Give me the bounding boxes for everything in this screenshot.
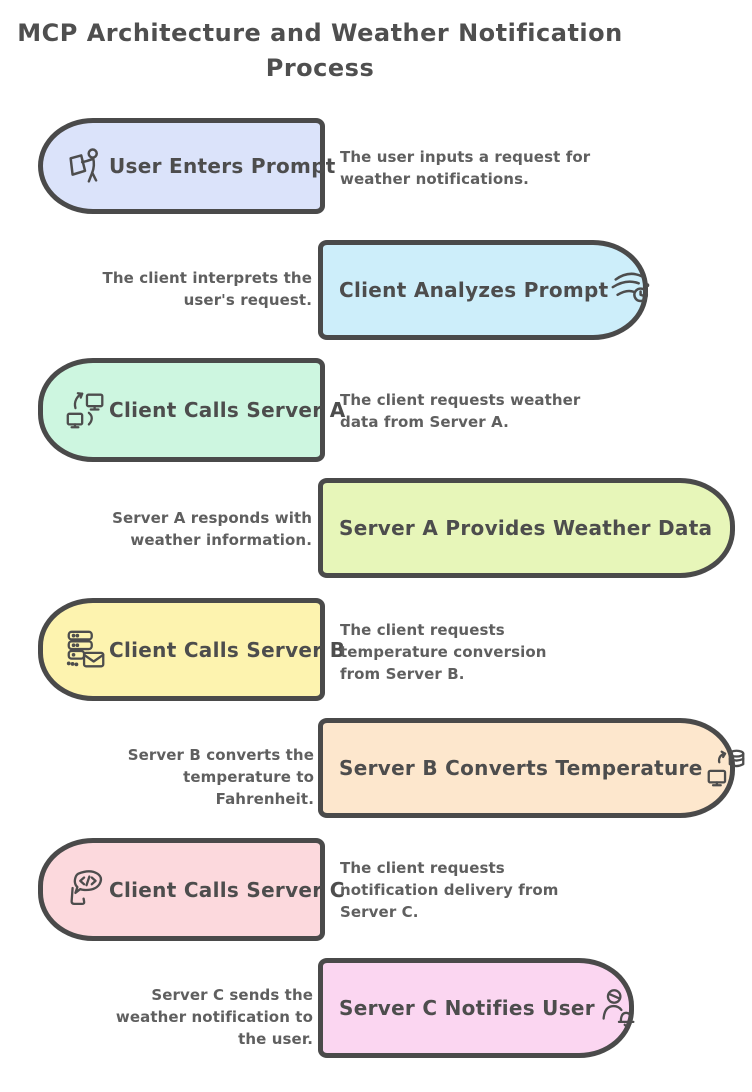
wind-speed-clock-icon — [608, 267, 654, 313]
database-sync-icon — [703, 745, 749, 791]
step-description: Server A responds with weather informati… — [112, 509, 312, 549]
code-chat-icon — [63, 867, 109, 913]
step-bubble-server-b-converts-temperature: Server B Converts Temperature — [318, 718, 744, 818]
step-label: Server A Provides Weather Data — [339, 516, 713, 540]
step-description: The client requests temperature conversi… — [340, 621, 547, 683]
step-description: The client interprets the user's request… — [102, 269, 312, 309]
page-title: MCP Architecture and Weather Notificatio… — [17, 19, 623, 82]
step-bubble-client-calls-server-a: Client Calls Server A — [38, 358, 345, 462]
step-label: Server B Converts Temperature — [339, 756, 703, 780]
user-at-kiosk-icon — [63, 143, 109, 189]
mail-server-icon — [63, 627, 109, 673]
step-bubble-client-calls-server-c: Client Calls Server C — [38, 838, 344, 941]
step-bubble-server-c-notifies-user: Server C Notifies User — [318, 958, 635, 1058]
user-notification-bell-icon — [595, 985, 641, 1031]
step-bubble-server-a-provides-weather-data: Server A Provides Weather Data — [318, 478, 735, 578]
step-description: Server B converts the temperature to Fah… — [127, 746, 314, 808]
step-description: Server C sends the weather notification … — [115, 986, 313, 1048]
step-description: The user inputs a request for weather no… — [340, 148, 591, 188]
step-label: Client Calls Server C — [109, 877, 345, 902]
step-label: User Enters Prompt — [109, 154, 336, 178]
step-description: The client requests notification deliver… — [340, 859, 559, 921]
step-bubble-client-calls-server-b: Client Calls Server B — [38, 598, 345, 701]
step-label: Server C Notifies User — [339, 996, 595, 1020]
step-bubble-client-analyzes-prompt: Client Analyzes Prompt — [318, 240, 650, 340]
sync-monitors-icon — [63, 387, 109, 433]
step-bubble-user-enters-prompt: User Enters Prompt — [38, 118, 335, 214]
step-label: Client Analyzes Prompt — [339, 278, 609, 302]
step-label: Client Calls Server A — [109, 398, 346, 422]
step-label: Client Calls Server B — [109, 637, 346, 662]
step-description: The client requests weather data from Se… — [340, 391, 581, 431]
